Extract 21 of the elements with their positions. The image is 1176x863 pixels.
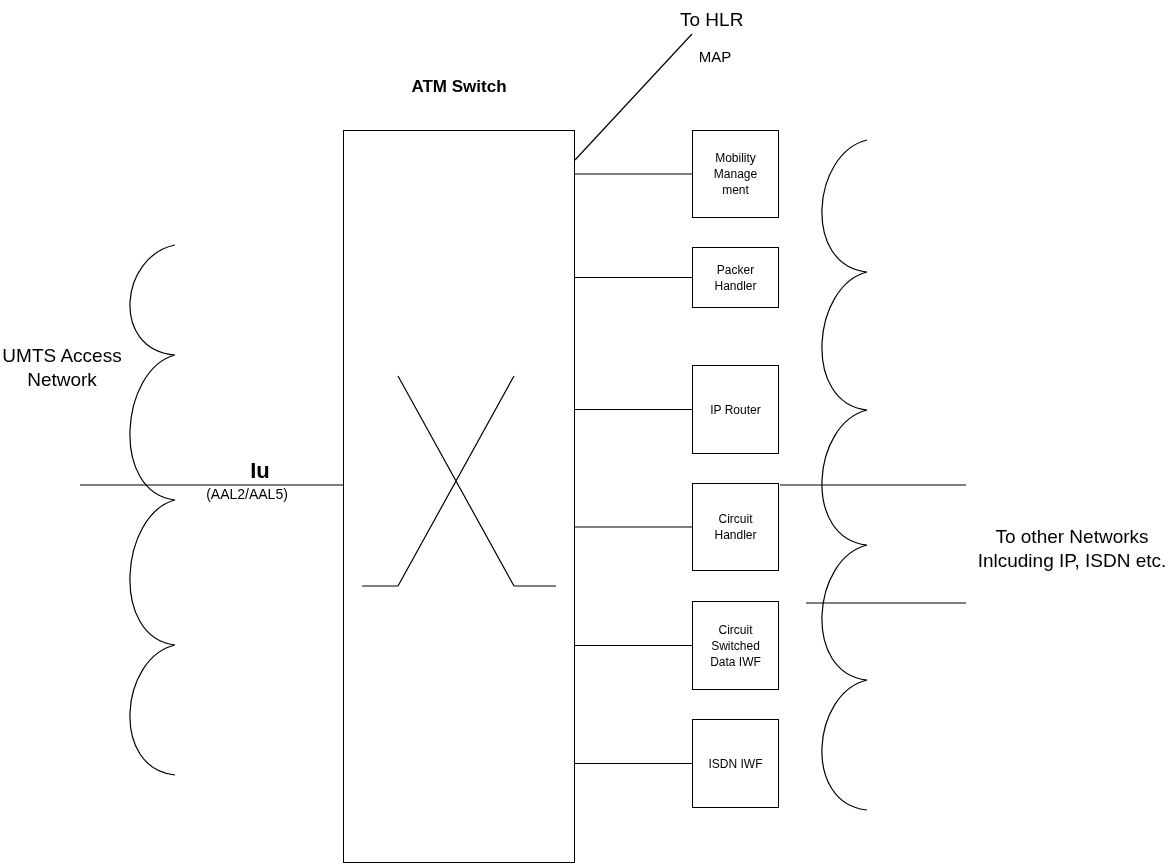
switch-box [343,130,575,863]
function-box: Circuit Switched Data IWF [692,601,779,690]
function-box: Circuit Handler [692,483,779,571]
connector-line [574,526,693,528]
interface-label: Iu [249,457,271,485]
connector-line [574,276,693,279]
connector-line [574,408,693,411]
function-box: Packer Handler [692,247,779,308]
connector-line [574,173,693,175]
function-box: ISDN IWF [692,719,779,808]
network-label: To other Networks Inlcuding IP, ISDN etc. [976,525,1168,573]
connector-line [574,644,693,647]
connector-line [79,484,344,486]
destination-label: To HLR [680,6,764,34]
function-box: Mobility Manage ment [692,130,779,218]
connector-line [574,762,693,765]
network-label: UMTS Access Network [1,344,123,392]
node-heading: ATM Switch [410,76,508,98]
connector-line [574,33,693,161]
protocol-label: (AAL2/AAL5) [205,485,289,504]
function-box: IP Router [692,365,779,454]
